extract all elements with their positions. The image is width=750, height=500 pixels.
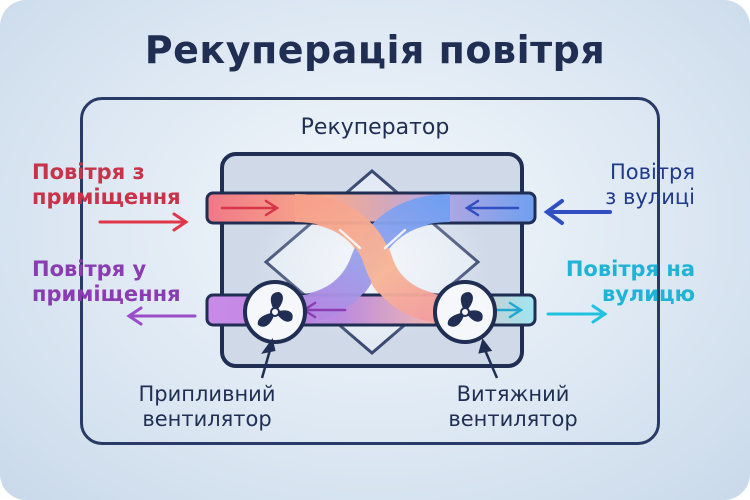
arrow-right-icon — [546, 304, 608, 324]
building-frame — [80, 97, 660, 445]
arrow-left-icon — [543, 199, 612, 225]
air-from-street-label: Повітря з вулиці — [605, 160, 695, 209]
air-to-street-label: Повітря на вулицю — [565, 257, 695, 306]
exhaust-fan-icon — [433, 280, 497, 344]
arrow-left-icon — [464, 199, 520, 217]
arrow-right-icon — [220, 199, 280, 217]
air-from-room-label: Повітря з приміщення — [32, 160, 181, 209]
arrow-diagonal-icon — [338, 228, 407, 250]
page-title: Рекуперація повітря — [144, 28, 606, 72]
exhaust-fan-pointer — [478, 338, 499, 379]
recuperator-label: Рекуператор — [300, 115, 450, 140]
supply-fan-icon — [243, 280, 307, 344]
arrow-left-icon — [126, 306, 197, 326]
exhaust-fan-label: Витяжний вентилятор — [448, 382, 578, 431]
arrow-right-icon — [98, 212, 189, 232]
supply-fan-label: Припливний вентилятор — [138, 382, 276, 431]
supply-fan-pointer — [260, 338, 276, 379]
air-to-room-label: Повітря у приміщення — [32, 257, 181, 306]
